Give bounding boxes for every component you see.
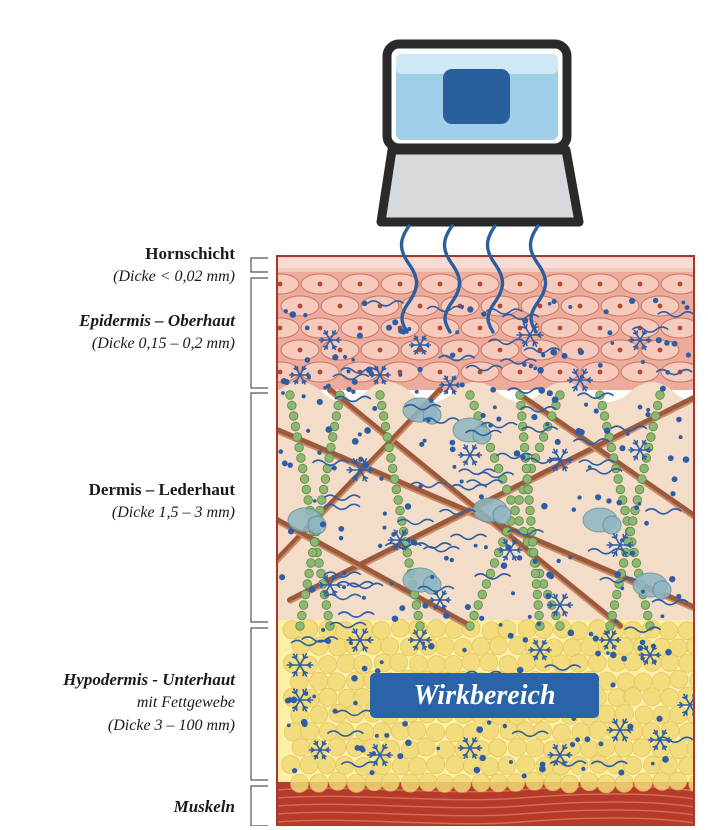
label-epidermis: Epidermis – Oberhaut (Dicke 0,15 – 0,2 m… [79,311,235,352]
snowflake-icon [457,444,483,466]
snowflake-icon [407,629,433,651]
snowflake-icon [546,593,574,617]
snowflake-icon [598,630,622,650]
snowflake-icon [408,335,432,355]
snowflake-icon [528,639,552,661]
snowflake-icon [289,365,311,385]
snowflake-icon [428,590,452,610]
snowflake-icon [317,574,343,596]
snowflake-icon [628,329,652,351]
label-hornschicht: Hornschicht (Dicke < 0,02 mm) [113,244,235,285]
snowflake-icon [439,375,461,395]
snowflake-icon [346,458,374,482]
snowflake-icon [647,729,673,751]
cooling-device-icon [376,39,584,227]
snowflake-icon [547,743,573,767]
snowflake-icon [566,368,594,392]
snowflake-icon [638,645,662,665]
snowflake-icon [457,737,483,759]
snowflake-icon [546,448,574,472]
snowflake-icon [286,688,314,712]
snowflake-icon [606,718,634,742]
snowflake-icon [308,740,332,760]
snowflake-icon [497,539,523,561]
label-dermis: Dermis – Lederhaut (Dicke 1,5 – 3 mm) [88,480,235,521]
snowflake-icon [387,529,413,551]
snowflake-icon [318,329,342,351]
label-hypodermis: Hypodermis - Unterhaut mit Fettgewebe (D… [63,670,235,734]
snowflake-icon [286,653,314,677]
snowflake-icon [346,628,374,652]
snowflake-icon [606,533,634,557]
snowflake-icon [369,365,391,385]
label-muskeln: Muskeln [173,797,235,816]
snowflake-icon [628,439,652,461]
snowflake-icon [367,743,393,767]
wirkbereich-badge: Wirkbereich [370,673,599,718]
wave-icon [399,224,548,334]
